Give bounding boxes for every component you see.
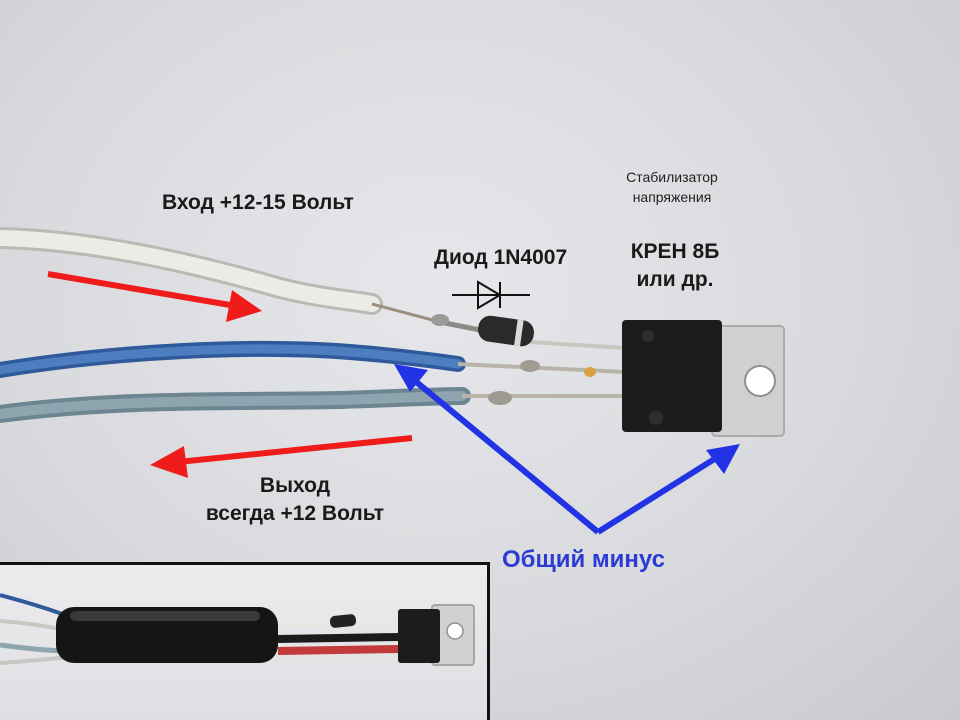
input-label: Вход +12-15 Вольт (162, 191, 354, 214)
input-arrow (47, 271, 262, 322)
regulator-label-line2: или др. (636, 268, 714, 291)
output-label-line2: всегда +12 Вольт (205, 502, 385, 525)
output-arrow (150, 435, 413, 478)
stabilizer-label-line2: напряжения (632, 189, 712, 205)
mounting-hole (744, 365, 776, 397)
common-minus-arrows (394, 364, 740, 535)
inset-photo (0, 562, 490, 720)
diode-label: Диод 1N4007 (434, 246, 568, 269)
regulator-body (622, 320, 722, 432)
regulator-label-line1: КРЕН 8Б (630, 240, 720, 263)
output-label-line1: Выход (259, 474, 331, 497)
common-minus-label: Общий минус (502, 546, 666, 573)
diode-symbol (452, 280, 530, 310)
inset-assembled-device (0, 593, 475, 666)
diode-body (478, 315, 534, 347)
inset-regulator-body (398, 609, 440, 663)
stabilizer-label-line1: Стабилизатор (626, 169, 718, 185)
